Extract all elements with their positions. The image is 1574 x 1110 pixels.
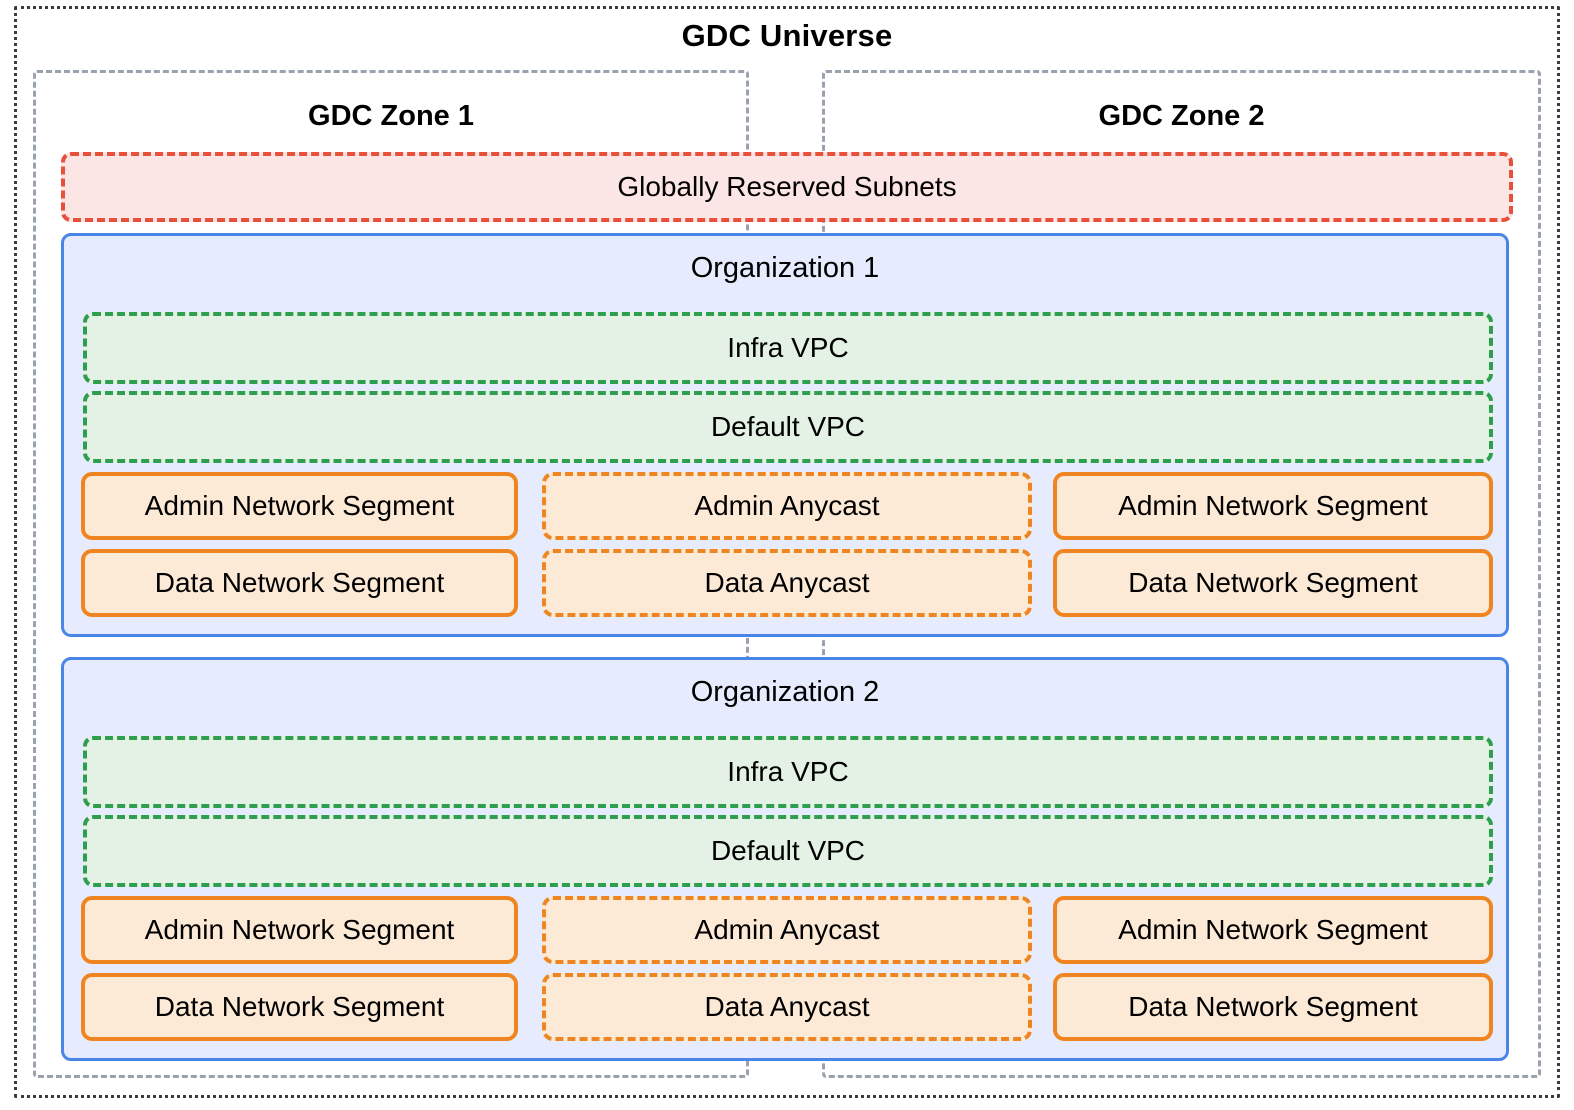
organization-1-data-anycast: Data Anycast (542, 549, 1032, 617)
organization-2-infra-vpc-box: Infra VPC (83, 736, 1493, 808)
organization-1-title: Organization 1 (690, 252, 880, 284)
organization-1-zone2-data-network-segment: Data Network Segment (1053, 549, 1493, 617)
organization-2-admin-anycast-label: Admin Anycast (694, 913, 880, 945)
organization-2-data-anycast: Data Anycast (542, 973, 1032, 1041)
organization-2-default-vpc-label: Default VPC (710, 834, 866, 866)
organization-2-title: Organization 2 (690, 676, 880, 708)
organization-2-data-anycast-label: Data Anycast (704, 990, 870, 1022)
organization-2-zone1-data-network-segment: Data Network Segment (81, 973, 518, 1041)
organization-1-zone2-data-network-segment-label: Data Network Segment (1128, 566, 1418, 598)
organization-1-zone2-admin-network-segment-label: Admin Network Segment (1118, 489, 1428, 521)
organization-1-zone1-data-network-segment: Data Network Segment (81, 549, 518, 617)
organization-2-zone2-data-network-segment: Data Network Segment (1053, 973, 1493, 1041)
organization-2-zone2-admin-network-segment: Admin Network Segment (1053, 896, 1493, 964)
organization-1-data-anycast-label: Data Anycast (704, 566, 870, 598)
organization-2-zone1-admin-network-segment: Admin Network Segment (81, 896, 518, 964)
organization-1-infra-vpc-box: Infra VPC (83, 312, 1493, 384)
gdc-universe-frame (14, 6, 1560, 1098)
organization-1-default-vpc-box: Default VPC (83, 391, 1493, 463)
organization-2-default-vpc-box: Default VPC (83, 815, 1493, 887)
globally-reserved-subnets-label: Globally Reserved Subnets (617, 170, 957, 202)
gdc-zone-2-title: GDC Zone 2 (1098, 100, 1265, 132)
organization-1-admin-anycast: Admin Anycast (542, 472, 1032, 540)
organization-1-box: Organization 1 Infra VPC Default VPC Adm… (61, 233, 1509, 637)
organization-2-infra-vpc-label: Infra VPC (727, 755, 849, 787)
organization-2-admin-anycast: Admin Anycast (542, 896, 1032, 964)
organization-2-zone2-admin-network-segment-label: Admin Network Segment (1118, 913, 1428, 945)
gdc-universe-title: GDC Universe (681, 18, 893, 53)
organization-1-zone1-admin-network-segment-label: Admin Network Segment (144, 489, 455, 521)
organization-1-infra-vpc-label: Infra VPC (727, 331, 849, 363)
gdc-zone-1-title: GDC Zone 1 (308, 100, 474, 132)
organization-2-zone1-admin-network-segment-label: Admin Network Segment (144, 913, 455, 945)
organization-1-zone2-admin-network-segment: Admin Network Segment (1053, 472, 1493, 540)
globally-reserved-subnets-box: Globally Reserved Subnets (61, 152, 1513, 222)
organization-1-admin-anycast-label: Admin Anycast (694, 489, 880, 521)
organization-1-default-vpc-label: Default VPC (710, 410, 866, 442)
organization-1-zone1-admin-network-segment: Admin Network Segment (81, 472, 518, 540)
organization-2-zone1-data-network-segment-label: Data Network Segment (154, 990, 445, 1022)
organization-2-box: Organization 2 Infra VPC Default VPC Adm… (61, 657, 1509, 1061)
organization-2-zone2-data-network-segment-label: Data Network Segment (1128, 990, 1418, 1022)
organization-1-zone1-data-network-segment-label: Data Network Segment (154, 566, 445, 598)
